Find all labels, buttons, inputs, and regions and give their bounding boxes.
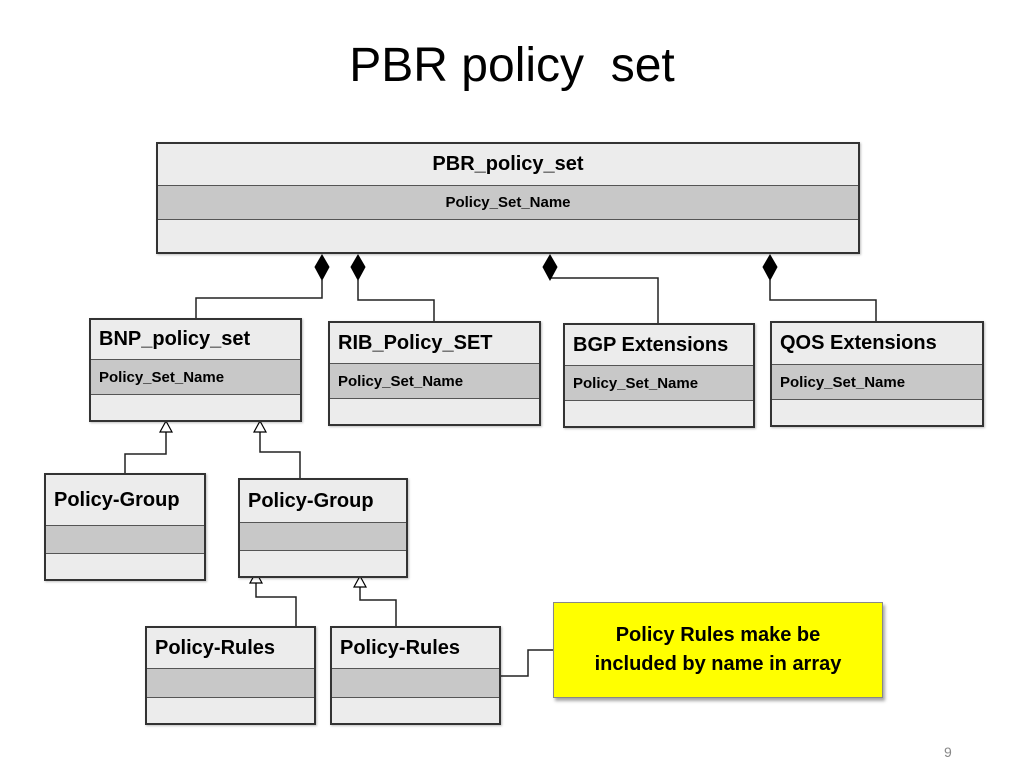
class-operations	[240, 550, 406, 576]
uml-class-policy-rules-2: Policy-Rules	[330, 626, 501, 725]
class-operations	[158, 219, 858, 252]
generalization-line-group1	[124, 432, 167, 473]
note-line-1: Policy Rules make be	[615, 624, 821, 646]
generalization-line-group2	[259, 432, 301, 478]
generalization-line-rules1	[255, 583, 297, 626]
class-name: Policy-Rules	[332, 628, 499, 668]
class-attribute	[147, 668, 314, 697]
class-name: BGP Extensions	[565, 325, 753, 365]
composition-line-bnp	[195, 280, 323, 318]
class-attribute: Policy_Set_Name	[772, 364, 982, 399]
note-anchor-line	[500, 649, 553, 677]
class-operations	[332, 697, 499, 723]
class-name: RIB_Policy_SET	[330, 323, 539, 363]
generalization-arrow-group1	[158, 419, 174, 433]
composition-diamond-bnp	[314, 254, 330, 282]
composition-diamond-bgp	[542, 254, 558, 282]
slide-title: PBR policy set	[349, 39, 675, 92]
class-name: Policy-Group	[240, 480, 406, 522]
uml-class-policy-group-1: Policy-Group	[44, 473, 206, 581]
class-operations	[46, 553, 204, 579]
uml-class-pbr-policy-set: PBR_policy_set Policy_Set_Name	[156, 142, 860, 254]
class-name: QOS Extensions	[772, 323, 982, 364]
class-attribute: Policy_Set_Name	[565, 365, 753, 400]
class-attribute: Policy_Set_Name	[330, 363, 539, 398]
class-name: BNP_policy_set	[91, 320, 300, 359]
class-attribute	[240, 522, 406, 550]
uml-class-bnp-policy-set: BNP_policy_set Policy_Set_Name	[89, 318, 302, 422]
class-attribute: Policy_Set_Name	[158, 185, 858, 219]
uml-class-policy-group-2: Policy-Group	[238, 478, 408, 578]
composition-diamond-rib	[350, 254, 366, 282]
class-name: Policy-Rules	[147, 628, 314, 668]
composition-line-bgp	[550, 277, 659, 323]
generalization-arrow-group2	[252, 419, 268, 433]
composition-line-qos	[769, 280, 877, 321]
class-operations	[147, 697, 314, 723]
uml-class-rib-policy-set: RIB_Policy_SET Policy_Set_Name	[328, 321, 541, 426]
class-attribute: Policy_Set_Name	[91, 359, 300, 394]
uml-class-bgp-extensions: BGP Extensions Policy_Set_Name	[563, 323, 755, 428]
class-operations	[330, 398, 539, 424]
note-line-2: included by name in array	[594, 653, 842, 675]
class-operations	[91, 394, 300, 420]
composition-diamond-qos	[762, 254, 778, 282]
annotation-note: Policy Rules make be included by name in…	[553, 602, 883, 698]
uml-class-policy-rules-1: Policy-Rules	[145, 626, 316, 725]
class-operations	[772, 399, 982, 425]
class-attribute	[332, 668, 499, 697]
page-number: 9	[944, 744, 952, 760]
class-name: Policy-Group	[46, 475, 204, 525]
generalization-line-rules2	[359, 587, 397, 626]
composition-line-rib	[357, 280, 435, 321]
class-name: PBR_policy_set	[158, 144, 858, 185]
uml-class-qos-extensions: QOS Extensions Policy_Set_Name	[770, 321, 984, 427]
class-operations	[565, 400, 753, 426]
generalization-arrow-rules2	[352, 574, 368, 588]
class-attribute	[46, 525, 204, 553]
